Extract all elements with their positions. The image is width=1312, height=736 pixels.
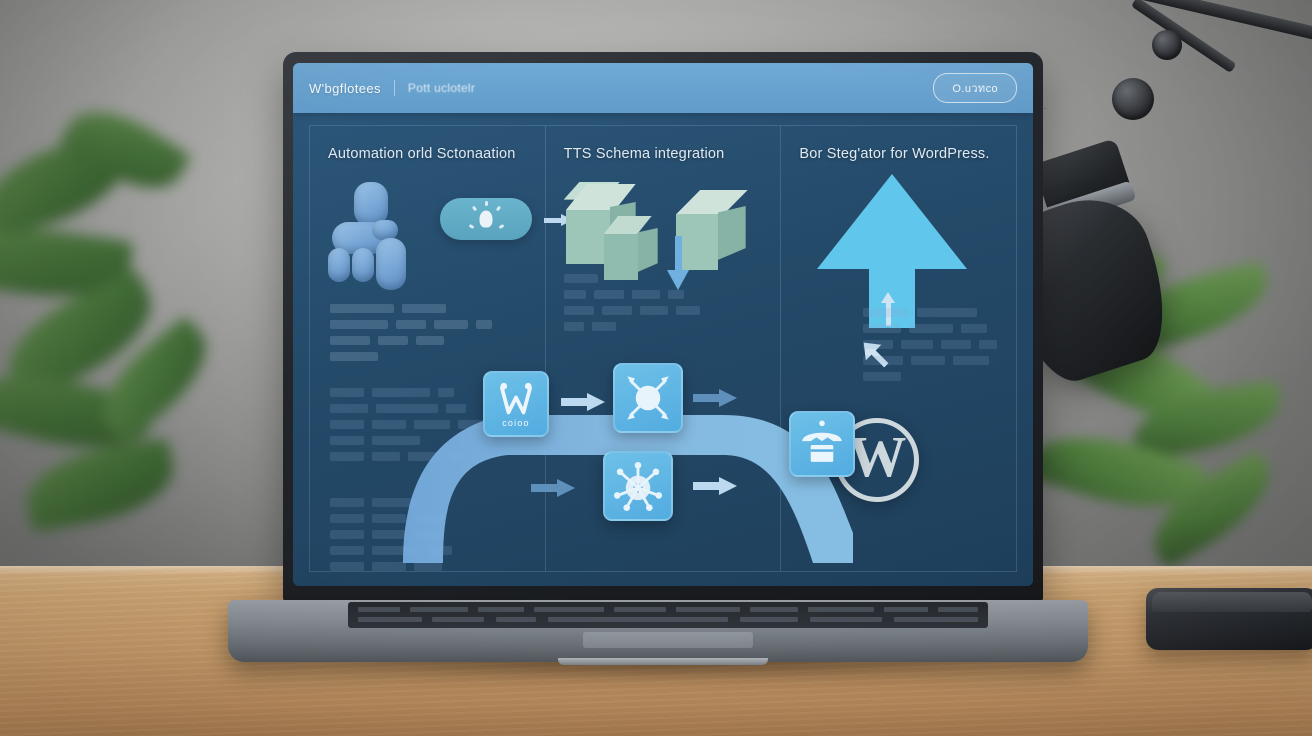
- app-subtitle: Pott uclotelr: [407, 81, 476, 95]
- gear-node-tile[interactable]: [603, 451, 673, 521]
- arrow-up-right-icon: [853, 331, 898, 376]
- 3d-cubes-icon: [563, 182, 674, 280]
- app-title: W'bgflotees: [309, 80, 381, 96]
- 3d-cube-single-icon: [675, 190, 762, 276]
- w-glyph-icon: [500, 382, 532, 415]
- arrow-right-upper-icon: [561, 393, 607, 411]
- panel-automation[interactable]: Automation orld Sctonaation: [309, 125, 573, 572]
- device-top-surface: [1152, 592, 1312, 612]
- wordpress-logo-letter: W: [848, 424, 907, 489]
- laptop-trackpad[interactable]: [583, 632, 753, 648]
- gear-node-icon: [613, 461, 663, 511]
- arrow-right-lower-left-icon: [531, 479, 577, 497]
- network-node-tile[interactable]: [613, 363, 683, 433]
- panel-tts-schema[interactable]: TTS Schema integration: [544, 125, 781, 572]
- app-topbar: W'bgflotees Pott uclotelr O.uวทco: [293, 63, 1033, 113]
- laptop-keyboard[interactable]: [348, 602, 988, 628]
- laptop: W'bgflotees Pott uclotelr O.uวทco Automa…: [228, 52, 1088, 672]
- arrow-right-after-gear-icon: [693, 477, 739, 495]
- app-window: W'bgflotees Pott uclotelr O.uวทco Automa…: [293, 63, 1033, 586]
- parachute-box-icon: [802, 420, 842, 462]
- panel-wordpress[interactable]: Bor Steg'ator for WordPress.: [780, 125, 1018, 572]
- desk-device: [1146, 588, 1312, 650]
- panel-title-tts: TTS Schema integration: [563, 146, 725, 162]
- network-node-icon: [627, 376, 669, 420]
- topbar-divider: [393, 80, 395, 96]
- laptop-screen: W'bgflotees Pott uclotelr O.uวทco Automa…: [293, 63, 1033, 586]
- arrow-down-icon: [666, 236, 689, 290]
- arrow-right-after-node-icon: [693, 389, 739, 407]
- arrow-up-small-icon: [881, 292, 896, 326]
- laptop-front-lip: [558, 658, 768, 665]
- network-brand-tile[interactable]: coioo: [483, 371, 549, 437]
- lightbulb-pill-icon: [440, 198, 532, 240]
- tile-label-coioo: coioo: [502, 418, 530, 428]
- topbar-action-button[interactable]: O.uวทco: [933, 73, 1017, 103]
- robot-figure-icon: [328, 182, 424, 292]
- arrow-up-growth-icon: [797, 174, 987, 328]
- desk-lamp: [987, 0, 1312, 393]
- panel-title-automation: Automation orld Sctonaation: [328, 146, 516, 162]
- delivery-box-tile[interactable]: [789, 411, 855, 477]
- panel-title-wordpress: Bor Steg'ator for WordPress.: [799, 146, 990, 162]
- lightbulb-glyph: [479, 210, 493, 228]
